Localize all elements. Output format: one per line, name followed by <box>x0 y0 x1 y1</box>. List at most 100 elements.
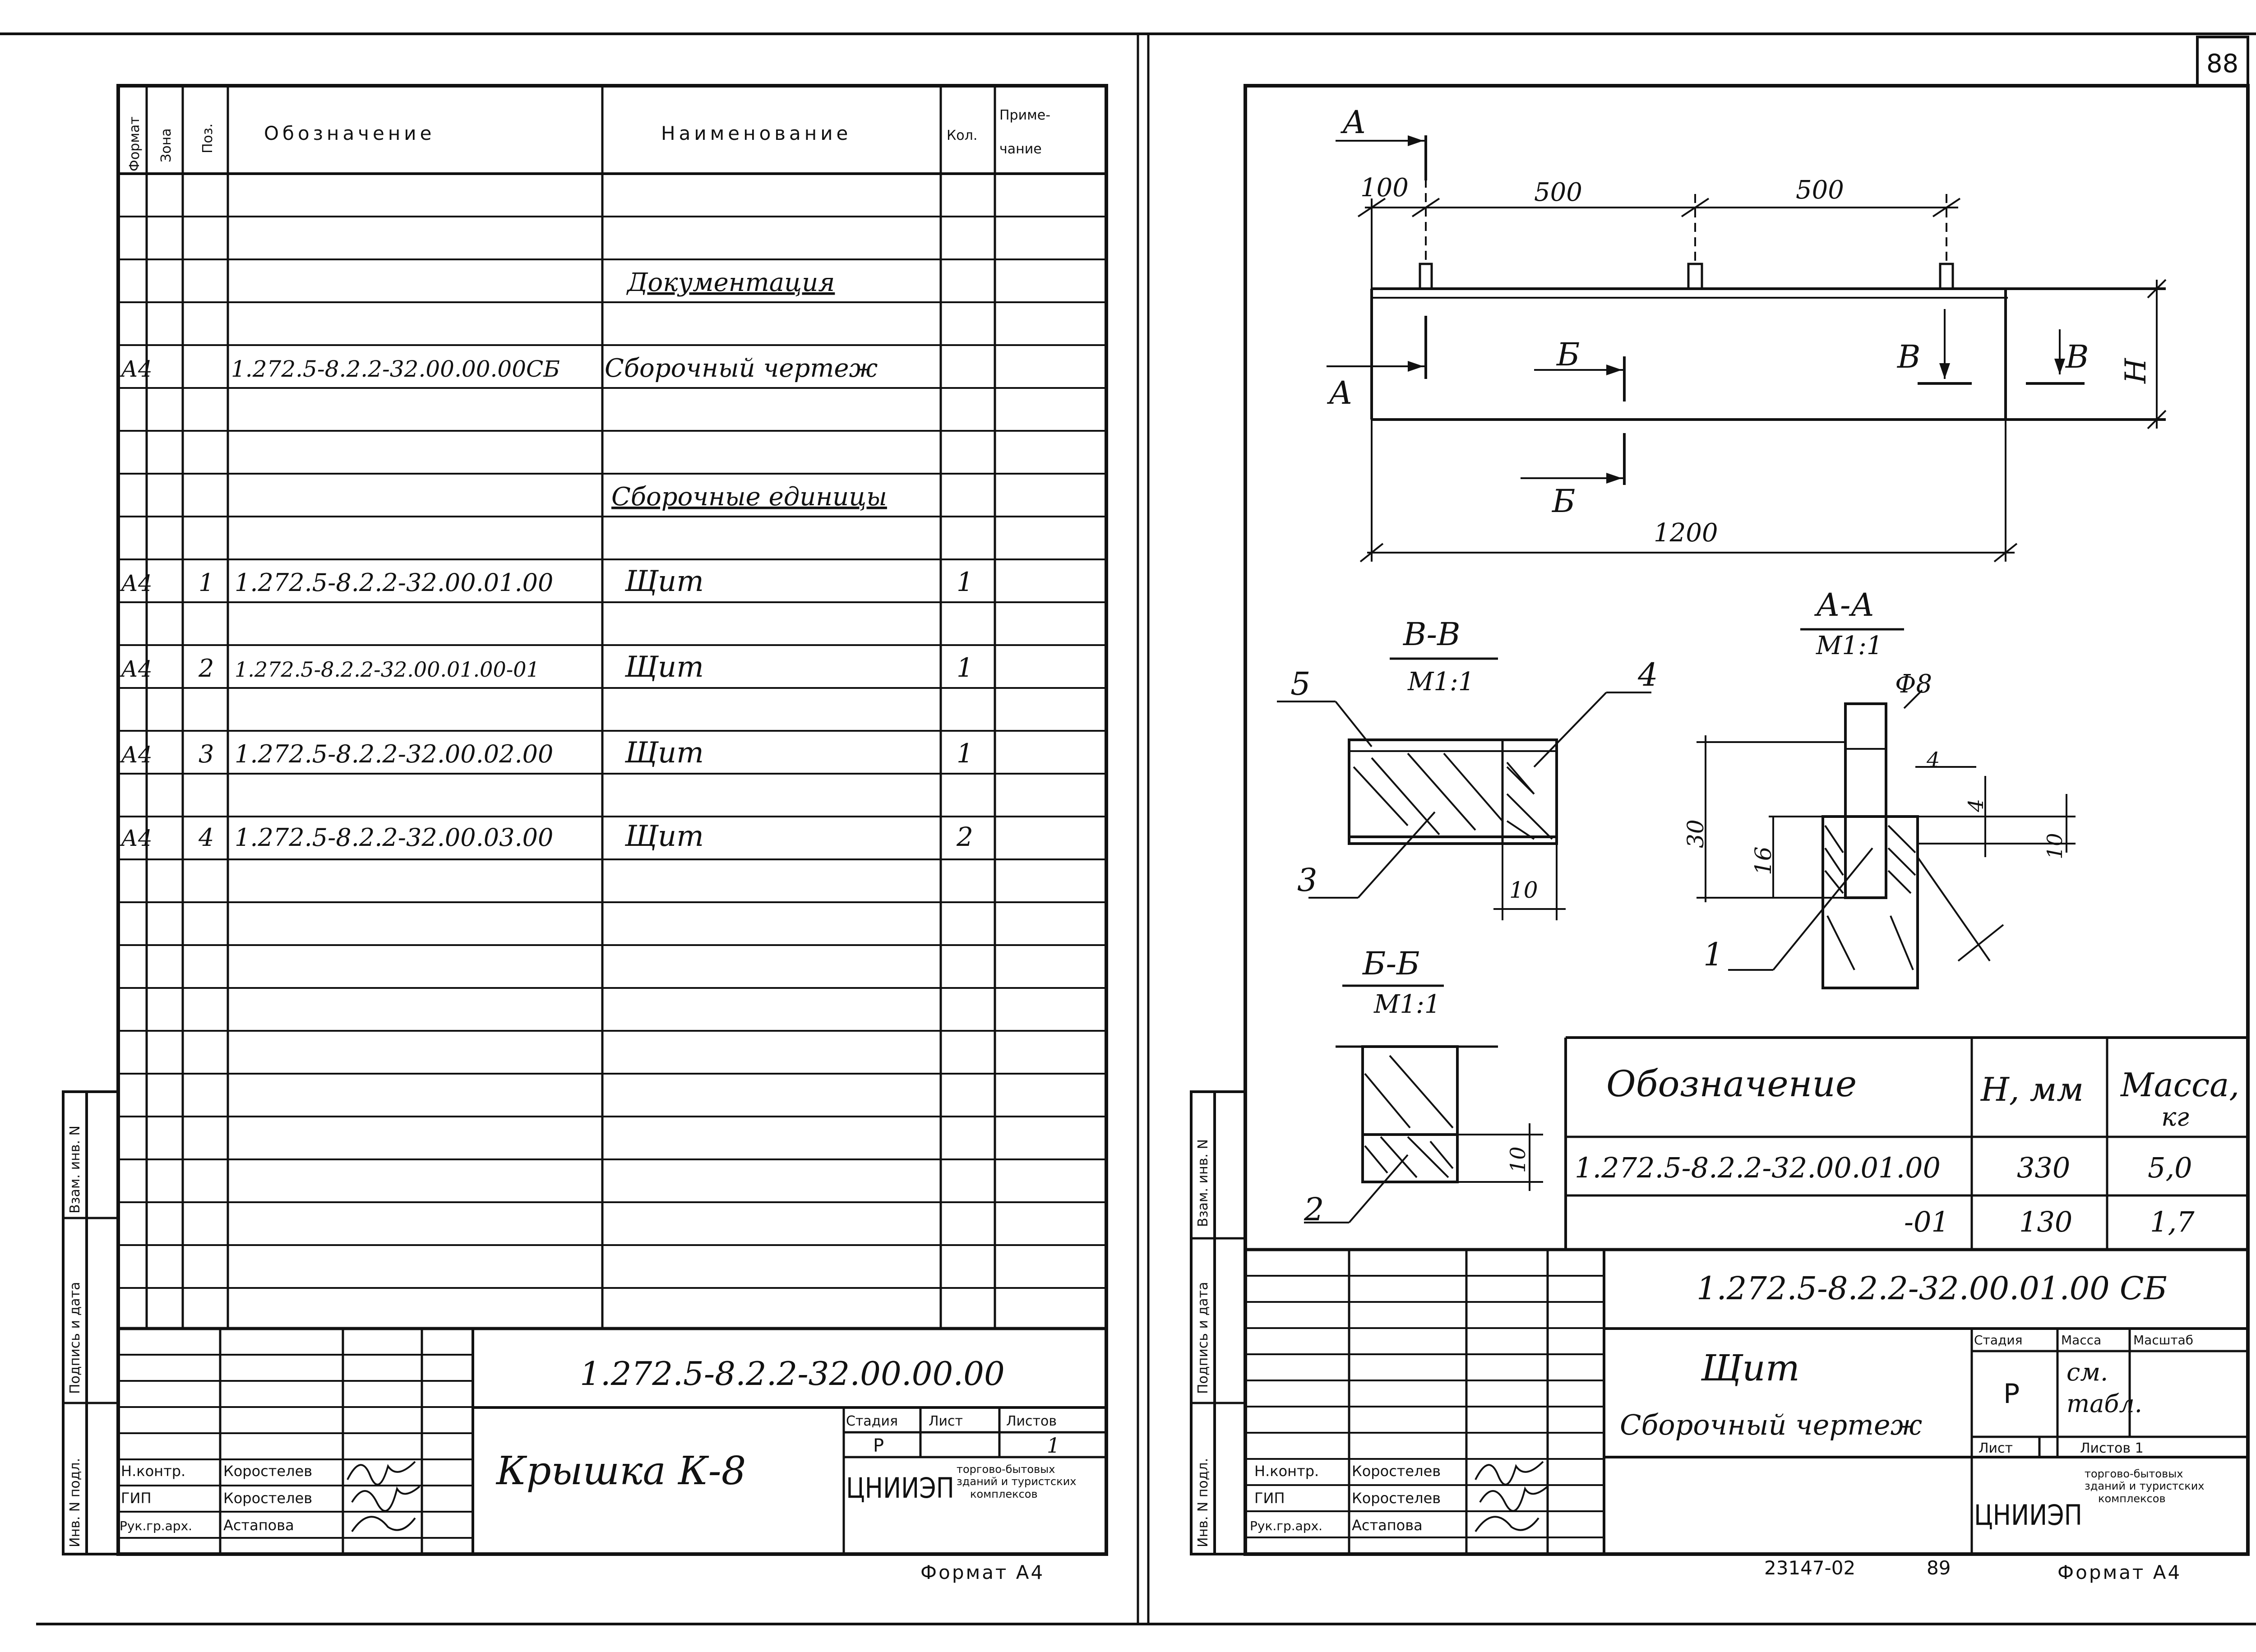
left-title-code: 1.272.5-8.2.2-32.00.00.00 <box>580 1355 1005 1393</box>
right-side-label-replace: Взам. инв. N <box>1195 1139 1211 1227</box>
header-qty: Кол. <box>947 128 977 143</box>
mass-table-header-unit: кг <box>2161 1103 2189 1132</box>
row-qty: 1 <box>957 567 973 597</box>
row-qty: 1 <box>957 652 973 683</box>
row-pos: 4 <box>198 823 214 852</box>
plan-view: 100 500 500 1200 Н А А Б Б В В <box>1327 104 2167 563</box>
mark-v-right: В <box>2065 338 2089 375</box>
row-designation: 1.272.5-8.2.2-32.00.01.00-01 <box>235 657 540 682</box>
spec-row: А4 1 1.272.5-8.2.2-32.00.01.00 Щит 1 <box>120 565 973 598</box>
dim-1200: 1200 <box>1654 518 1718 548</box>
section-bb: Б-Б М1:1 10 2 <box>1304 945 1543 1228</box>
section-assembly-units: Сборочные единицы <box>611 482 887 512</box>
right-mass-label: Масса <box>2061 1333 2101 1347</box>
view-bb-scale: М1:1 <box>1373 990 1440 1019</box>
left-org-line1: торгово-бытовых <box>957 1463 1055 1476</box>
left-signatures <box>347 1461 421 1532</box>
header-zone: Зона <box>158 128 174 162</box>
left-format-label: Формат А4 <box>920 1561 1045 1583</box>
row-name: Щит <box>624 651 704 684</box>
left-sheet: Инв. N подл. Подпись и дата Взам. инв. N… <box>62 84 1108 1583</box>
callout-2: 2 <box>1304 1191 1324 1228</box>
view-vv-title: В-В <box>1402 616 1461 653</box>
callout-3: 3 <box>1297 862 1318 899</box>
row-qty: 2 <box>956 821 973 852</box>
right-org-line3: комплексов <box>2098 1492 2166 1505</box>
doc-row-designation: 1.272.5-8.2.2-32.00.00.00СБ <box>231 356 560 382</box>
mass-table-header-mass: Масса, <box>2120 1066 2239 1104</box>
left-org-logo: ЦНИИЭП <box>846 1472 954 1504</box>
mass-row-h: 330 <box>2017 1151 2070 1184</box>
view-vv-scale: М1:1 <box>1407 667 1474 697</box>
left-sheets-label: Листов <box>1006 1413 1057 1429</box>
vv-dim-10: 10 <box>1509 877 1538 903</box>
dim-500-b: 500 <box>1796 175 1844 205</box>
right-side-label-sign: Подпись и дата <box>1195 1282 1211 1394</box>
right-format-label: Формат А4 <box>2057 1561 2182 1583</box>
footer-code: 23147-02 <box>1764 1557 1855 1579</box>
right-mass-1: см. <box>2066 1358 2108 1386</box>
row-name: Щит <box>624 820 704 853</box>
right-sheets-label: Листов 1 <box>2080 1440 2144 1456</box>
right-org-line2: зданий и туристских <box>2085 1480 2205 1492</box>
row-format: А4 <box>120 656 153 682</box>
view-aa-title: А-А <box>1814 586 1875 623</box>
left-role-0: Н.контр. <box>121 1463 185 1480</box>
mass-table: Обозначение Н, мм Масса, кг 1.272.5-8.2.… <box>1564 1036 2248 1250</box>
left-side-stamp: Инв. N подл. Подпись и дата Взам. инв. N <box>62 1090 120 1555</box>
right-title-name: Щит <box>1701 1347 1800 1389</box>
left-role-2: Рук.гр.арх. <box>120 1518 192 1533</box>
left-title-name: Крышка К-8 <box>495 1449 746 1494</box>
left-sheets: 1 <box>1047 1433 1060 1458</box>
left-stage-label: Стадия <box>846 1413 898 1429</box>
spec-row: А4 2 1.272.5-8.2.2-32.00.01.00-01 Щит 1 <box>120 651 973 684</box>
right-role-0: Н.контр. <box>1254 1463 1319 1480</box>
mass-row-designation: -01 <box>1904 1205 1949 1238</box>
mark-v-left: В <box>1896 338 1920 375</box>
mark-b-bottom: Б <box>1551 483 1575 520</box>
doc-row-format: А4 <box>120 356 153 382</box>
mass-row-designation: 1.272.5-8.2.2-32.00.01.00 <box>1575 1151 1941 1184</box>
footer-page: 89 <box>1927 1557 1951 1579</box>
mark-a-bottom: А <box>1327 374 1353 411</box>
header-name: Наименование <box>661 122 851 144</box>
aa-dim-4a: 4 <box>1926 748 1940 772</box>
right-stage-label: Стадия <box>1974 1333 2022 1347</box>
left-person-1: Коростелев <box>223 1490 312 1507</box>
right-signatures <box>1475 1461 1549 1532</box>
right-person-0: Коростелев <box>1352 1463 1441 1480</box>
sheet-number: 88 <box>2206 49 2238 78</box>
row-format: А4 <box>120 742 153 768</box>
right-stage: Р <box>2003 1378 2020 1410</box>
dim-h: Н <box>2119 358 2153 384</box>
bb-dim-10: 10 <box>1506 1146 1530 1173</box>
header-note-1: Приме- <box>999 107 1050 123</box>
aa-dim-phi8: Ф8 <box>1895 669 1932 699</box>
right-title-subname: Сборочный чертеж <box>1620 1408 1922 1441</box>
row-pos: 3 <box>199 740 214 768</box>
right-role-1: ГИП <box>1254 1490 1285 1507</box>
section-documentation: Документация <box>626 268 835 297</box>
mass-row-mass: 1,7 <box>2150 1205 2195 1238</box>
spec-table-grid <box>118 86 1106 1330</box>
right-title-block: 1.272.5-8.2.2-32.00.01.00 СБ Щит Сборочн… <box>1245 1248 2248 1554</box>
row-qty: 1 <box>957 738 973 769</box>
side-label-replace: Взам. инв. N <box>67 1126 83 1214</box>
right-sheet: 88 Инв. N подл. Подпись и дата Взам. инв… <box>1190 36 2250 1583</box>
aa-dim-4b: 4 <box>1964 799 1988 812</box>
side-label-inv: Инв. N подл. <box>67 1458 83 1547</box>
mass-row-h: 130 <box>2019 1205 2072 1238</box>
spec-row: А4 4 1.272.5-8.2.2-32.00.03.00 Щит 2 <box>120 820 973 853</box>
view-bb-title: Б-Б <box>1362 945 1420 982</box>
left-person-0: Коростелев <box>223 1463 312 1480</box>
left-org-line3: комплексов <box>970 1488 1038 1500</box>
right-org-logo: ЦНИИЭП <box>1974 1499 2082 1532</box>
left-sheet-label: Лист <box>929 1413 963 1429</box>
header-format: Формат <box>127 116 143 171</box>
left-title-block: 1.272.5-8.2.2-32.00.00.00 Крышка К-8 Ста… <box>118 1329 1106 1554</box>
right-title-code: 1.272.5-8.2.2-32.00.01.00 СБ <box>1697 1270 2167 1307</box>
callout-4: 4 <box>1637 656 1658 693</box>
row-format: А4 <box>120 570 153 596</box>
callout-1: 1 <box>1703 936 1724 973</box>
